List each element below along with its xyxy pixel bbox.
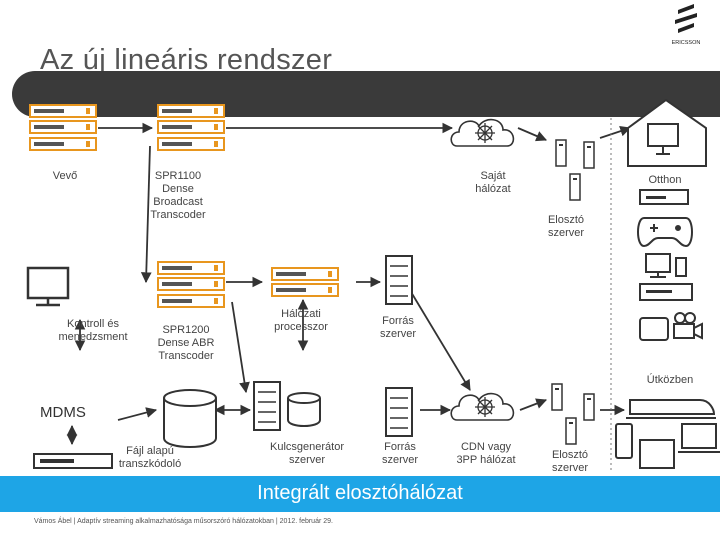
flow-arrows bbox=[66, 122, 632, 446]
home-icon bbox=[627, 98, 707, 167]
control-monitor-icon bbox=[26, 266, 70, 307]
mobile-devices-icon bbox=[615, 423, 720, 469]
source-server-1 bbox=[385, 255, 413, 305]
slide-footer: Vámos Ábel | Adaptív streaming alkalmazh… bbox=[34, 518, 333, 525]
banner-text: Integrált elosztóhálózat bbox=[257, 482, 463, 504]
train-icon bbox=[626, 399, 716, 419]
label-mdms: MDMS bbox=[40, 404, 86, 421]
key-generator-server bbox=[253, 381, 281, 431]
video-call-icon bbox=[639, 312, 703, 341]
integrated-network-banner: Integrált elosztóhálózat bbox=[0, 476, 720, 512]
label-vevo: Vevő bbox=[52, 170, 78, 182]
spr1100-server-stack bbox=[157, 104, 225, 151]
mdms-rack bbox=[33, 453, 113, 469]
label-home: Otthon bbox=[648, 174, 682, 186]
distribution-server-bottom bbox=[551, 383, 595, 445]
gamepad-icon bbox=[637, 217, 693, 248]
own-network-cloud bbox=[450, 118, 515, 147]
pc-phone-icon bbox=[645, 253, 687, 278]
label-on-the-go: Útközben bbox=[646, 374, 694, 386]
cdn-cloud bbox=[450, 392, 515, 421]
receiver-server-stack bbox=[29, 104, 97, 151]
media-box-icon bbox=[639, 283, 693, 301]
slide-title: Az új lineáris rendszer bbox=[40, 44, 333, 76]
distribution-server-top bbox=[555, 139, 595, 201]
header-bar bbox=[12, 71, 720, 117]
logo-text: ERICSSON bbox=[672, 40, 701, 46]
source-server-2 bbox=[385, 387, 413, 437]
storage-cylinder-large bbox=[163, 389, 217, 448]
spr1200-server-stack bbox=[157, 261, 225, 308]
network-processor-rack bbox=[271, 267, 339, 297]
ericsson-logo: ERICSSON bbox=[666, 0, 706, 50]
settop-box-icon bbox=[639, 189, 689, 205]
key-storage-cylinder bbox=[287, 392, 321, 427]
